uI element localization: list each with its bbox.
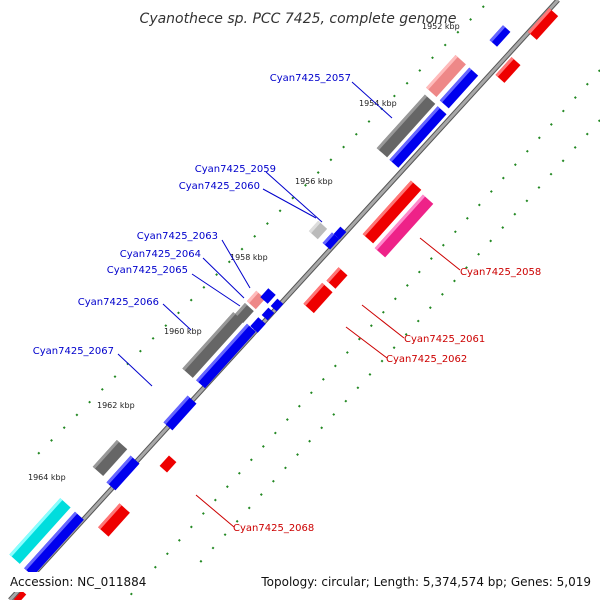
gene-label-2067[interactable]: Cyan7425_2067 [33,346,114,357]
gene-cyan-1965[interactable] [9,498,71,564]
gene-forward-2057[interactable] [389,106,447,168]
scale-label-1954: 1954 kbp [359,99,397,108]
topology-text: Topology: circular; Length: 5,374,574 bp… [260,575,591,589]
gene-reverse-2068[interactable] [98,503,130,537]
footer: Accession: NC_011884 Topology: circular;… [0,572,600,592]
gene-forward-2060b[interactable] [333,226,347,240]
gene-gray-1963[interactable] [92,439,128,477]
scale-label-1958: 1958 kbp [230,253,268,262]
genes [9,8,559,577]
gene-gray-2057[interactable] [376,94,436,158]
backbone [8,0,560,600]
leader-lines-left [117,81,393,387]
gene-label-2068[interactable]: Cyan7425_2068 [233,523,314,534]
gene-pseudo-2063[interactable] [246,290,266,310]
gene-forward-1965[interactable] [24,511,84,577]
gene-forward-1963[interactable] [106,455,140,491]
gene-pseudo-1953[interactable] [426,54,466,98]
gene-labels-right: Cyan7425_2058 Cyan7425_2061 Cyan7425_206… [233,267,541,534]
gene-label-2066[interactable]: Cyan7425_2066 [78,297,159,308]
leader-lines-right [195,237,461,528]
scale-label-1962: 1962 kbp [97,401,135,410]
gene-label-2059[interactable]: Cyan7425_2059 [195,164,276,175]
gene-gray-2059[interactable] [308,220,328,240]
gene-label-2063[interactable]: Cyan7425_2063 [137,231,218,242]
gene-forward-2065b[interactable] [261,307,275,321]
gene-label-2057[interactable]: Cyan7425_2057 [270,73,351,84]
gene-reverse-2058a[interactable] [362,180,422,244]
scale-label-1956: 1956 kbp [295,177,333,186]
gene-label-2060[interactable]: Cyan7425_2060 [179,181,260,192]
gene-forward-2064[interactable] [270,298,284,312]
gene-label-2058[interactable]: Cyan7425_2058 [460,267,541,278]
gene-label-2065[interactable]: Cyan7425_2065 [107,265,188,276]
gene-edge-fragment [13,590,27,600]
gene-label-2062[interactable]: Cyan7425_2062 [386,354,467,365]
gene-reverse-2061[interactable] [326,267,348,289]
gene-reverse-1963[interactable] [159,455,177,473]
gene-label-2061[interactable]: Cyan7425_2061 [404,334,485,345]
gene-reverse-1952a[interactable] [527,8,559,40]
scale-label-1964: 1964 kbp [28,473,66,482]
gene-labels-left: Cyan7425_2057 Cyan7425_2059 Cyan7425_206… [33,73,351,357]
scale-label-1952: 1952 kbp [422,22,460,31]
accession-text: Accession: NC_011884 [10,575,146,589]
gene-forward-2060[interactable] [322,232,340,250]
gene-gray-2066[interactable] [182,312,244,378]
gene-reverse-2062[interactable] [303,282,333,314]
gene-forward-2066[interactable] [196,323,256,389]
gene-reverse-1953[interactable] [495,57,521,83]
scale-labels: 1952 kbp 1954 kbp 1956 kbp 1958 kbp 1960… [28,22,460,482]
gene-forward-1952a[interactable] [489,25,511,47]
map-title: Cyanothece sp. PCC 7425, complete genome [140,11,457,27]
gene-label-2064[interactable]: Cyan7425_2064 [120,249,201,260]
scale-label-1960: 1960 kbp [164,327,202,336]
gene-forward-1953[interactable] [439,67,479,109]
gene-reverse-2058[interactable] [374,194,434,258]
gene-forward-2065[interactable] [250,317,266,333]
gene-forward-2067[interactable] [163,395,197,431]
gene-forward-2063[interactable] [260,288,276,304]
